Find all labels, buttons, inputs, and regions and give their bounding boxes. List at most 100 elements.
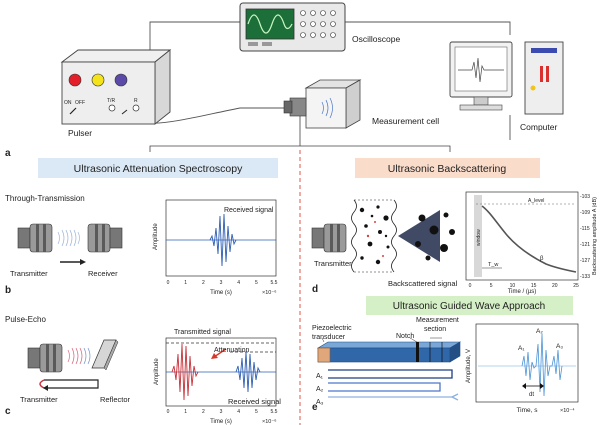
pe-transmitter bbox=[27, 343, 63, 373]
bs-transmitter-label: Transmitter bbox=[314, 259, 352, 268]
computer bbox=[449, 41, 564, 115]
tt-received-signal bbox=[209, 213, 237, 267]
pe-xtick-label: 4 bbox=[237, 409, 240, 415]
tt-receiver-label: Receiver bbox=[88, 269, 118, 278]
bs-beta-label: β bbox=[540, 256, 544, 262]
guided-plot-ylabel: Amplitude, V bbox=[466, 349, 472, 383]
measurement-cell bbox=[283, 79, 362, 129]
bs-xtick-label: 10 bbox=[510, 283, 516, 289]
tt-plot-ylabel: Amplitude bbox=[153, 223, 159, 250]
guided-plate bbox=[316, 341, 462, 363]
pulser-r-label: R bbox=[134, 98, 138, 104]
guided-arrows bbox=[328, 369, 459, 401]
oscilloscope bbox=[239, 2, 346, 52]
guided-signal bbox=[521, 333, 563, 397]
tt-plot bbox=[165, 199, 277, 277]
tt-plot-annotation: Received signal bbox=[224, 207, 274, 214]
panel-a-label: a bbox=[5, 148, 11, 159]
bs-beam bbox=[398, 210, 440, 262]
guided-piezo-label-1: Piezoelectric bbox=[312, 325, 352, 332]
pe-echo-path bbox=[44, 379, 99, 389]
tt-wave-icon bbox=[57, 229, 80, 247]
through-transmission-title: Through-Transmission bbox=[5, 194, 85, 203]
switch-icon bbox=[69, 107, 77, 115]
bs-xtick-label: 0 bbox=[469, 283, 472, 289]
bs-xtick-label: 5 bbox=[490, 283, 493, 289]
panel-d-label: d bbox=[312, 284, 318, 295]
pulser-tr-label: T/R bbox=[107, 98, 115, 104]
guided-plot-exponent: ×10⁻⁴ bbox=[560, 407, 575, 414]
guided-peak-a2: A₂ bbox=[536, 328, 543, 335]
piezo-transducer bbox=[317, 347, 331, 363]
backscatter-header: Ultrasonic Backscattering bbox=[388, 163, 507, 175]
bs-ytick-label: -121 bbox=[580, 242, 590, 248]
pe-received-signal bbox=[235, 351, 261, 393]
guided-header: Ultrasonic Guided Wave Approach bbox=[393, 301, 546, 312]
pulser bbox=[60, 49, 172, 125]
bs-xtick-label: 25 bbox=[573, 283, 579, 289]
bs-ytick-label: -133 bbox=[580, 274, 590, 280]
bs-xtick-label: 20 bbox=[552, 283, 558, 289]
tt-xtick-label: 3 bbox=[220, 280, 223, 286]
pe-xtick-label: 5 bbox=[255, 409, 258, 415]
section-bracket bbox=[149, 130, 451, 152]
guided-plot-xlabel: Time, s bbox=[516, 407, 538, 414]
guided-peak-a3: A₃ bbox=[556, 343, 563, 350]
guided-a2-label: A₂ bbox=[316, 386, 324, 393]
tt-transmitter bbox=[17, 223, 53, 253]
tt-plot-xlabel: Time (s) bbox=[210, 290, 232, 296]
bs-particles bbox=[415, 212, 455, 261]
guided-peak-a1: A₁ bbox=[518, 345, 525, 352]
pulser-on-label: ON bbox=[64, 100, 72, 106]
bs-plot-ylabel: Backscattering amplitude A (dB) bbox=[592, 197, 598, 275]
bs-backscattered-label: Backscattered signal bbox=[388, 279, 458, 288]
pe-plot-exponent: ×10⁻⁶ bbox=[262, 418, 277, 425]
bs-ytick-label: -115 bbox=[580, 226, 590, 232]
purple-knob bbox=[114, 73, 128, 87]
pe-xtick-label: 1 bbox=[184, 409, 187, 415]
measurement-cell-label: Measurement cell bbox=[372, 116, 439, 126]
computer-wave bbox=[458, 57, 504, 83]
bs-ytick-label: -127 bbox=[580, 258, 590, 264]
guided-piezo-label-2: transducer bbox=[312, 334, 346, 341]
tt-xtick-label: 0 bbox=[167, 280, 170, 286]
pe-xtick-label: 5.5 bbox=[271, 409, 278, 415]
pe-plot-ylabel: Amplitude bbox=[154, 358, 160, 385]
pe-plot-xlabel: Time (s) bbox=[210, 419, 232, 425]
bs-yticks: -103 -109 -115 -121 -127 -133 bbox=[580, 194, 590, 280]
computer-label: Computer bbox=[520, 122, 557, 132]
guided-a3-label: A₃ bbox=[316, 399, 324, 406]
pe-xtick-label: 3 bbox=[220, 409, 223, 415]
bs-window bbox=[474, 195, 482, 277]
pe-transmitted-label: Transmitted signal bbox=[174, 329, 231, 336]
panel-e-label: e bbox=[312, 402, 318, 413]
tt-transmitter-label: Transmitter bbox=[10, 269, 48, 278]
bs-window-label: window bbox=[476, 229, 482, 246]
pe-transmitted-signal bbox=[171, 343, 199, 401]
bs-decay-curve bbox=[481, 205, 577, 273]
bs-plot-xlabel: Time / (µs) bbox=[508, 289, 537, 295]
guided-measure-label-1: Measurement bbox=[416, 317, 459, 324]
bs-alevel-label: A_level bbox=[528, 198, 544, 204]
bs-ytick-label: -109 bbox=[580, 210, 590, 216]
pe-plot bbox=[165, 337, 277, 407]
notch bbox=[416, 342, 419, 362]
bs-xtick-label: 15 bbox=[531, 283, 537, 289]
pe-received-label: Received signal bbox=[228, 397, 281, 406]
pe-reflector-label: Reflector bbox=[100, 395, 131, 404]
attenuation-header: Ultrasonic Attenuation Spectroscopy bbox=[74, 163, 243, 175]
pe-reflector bbox=[91, 339, 119, 371]
attenuation-header-bg bbox=[38, 158, 278, 178]
pulser-label: Pulser bbox=[68, 128, 92, 138]
tt-xtick-label: 4 bbox=[237, 280, 240, 286]
bs-ytick-label: -103 bbox=[580, 194, 590, 200]
tt-xtick-label: 2 bbox=[202, 280, 205, 286]
pe-xtick-label: 0 bbox=[167, 409, 170, 415]
tt-receiver bbox=[87, 223, 123, 253]
bs-sample bbox=[351, 199, 397, 273]
guided-measure-label-2: section bbox=[424, 326, 446, 333]
guided-header-bg bbox=[366, 296, 573, 315]
